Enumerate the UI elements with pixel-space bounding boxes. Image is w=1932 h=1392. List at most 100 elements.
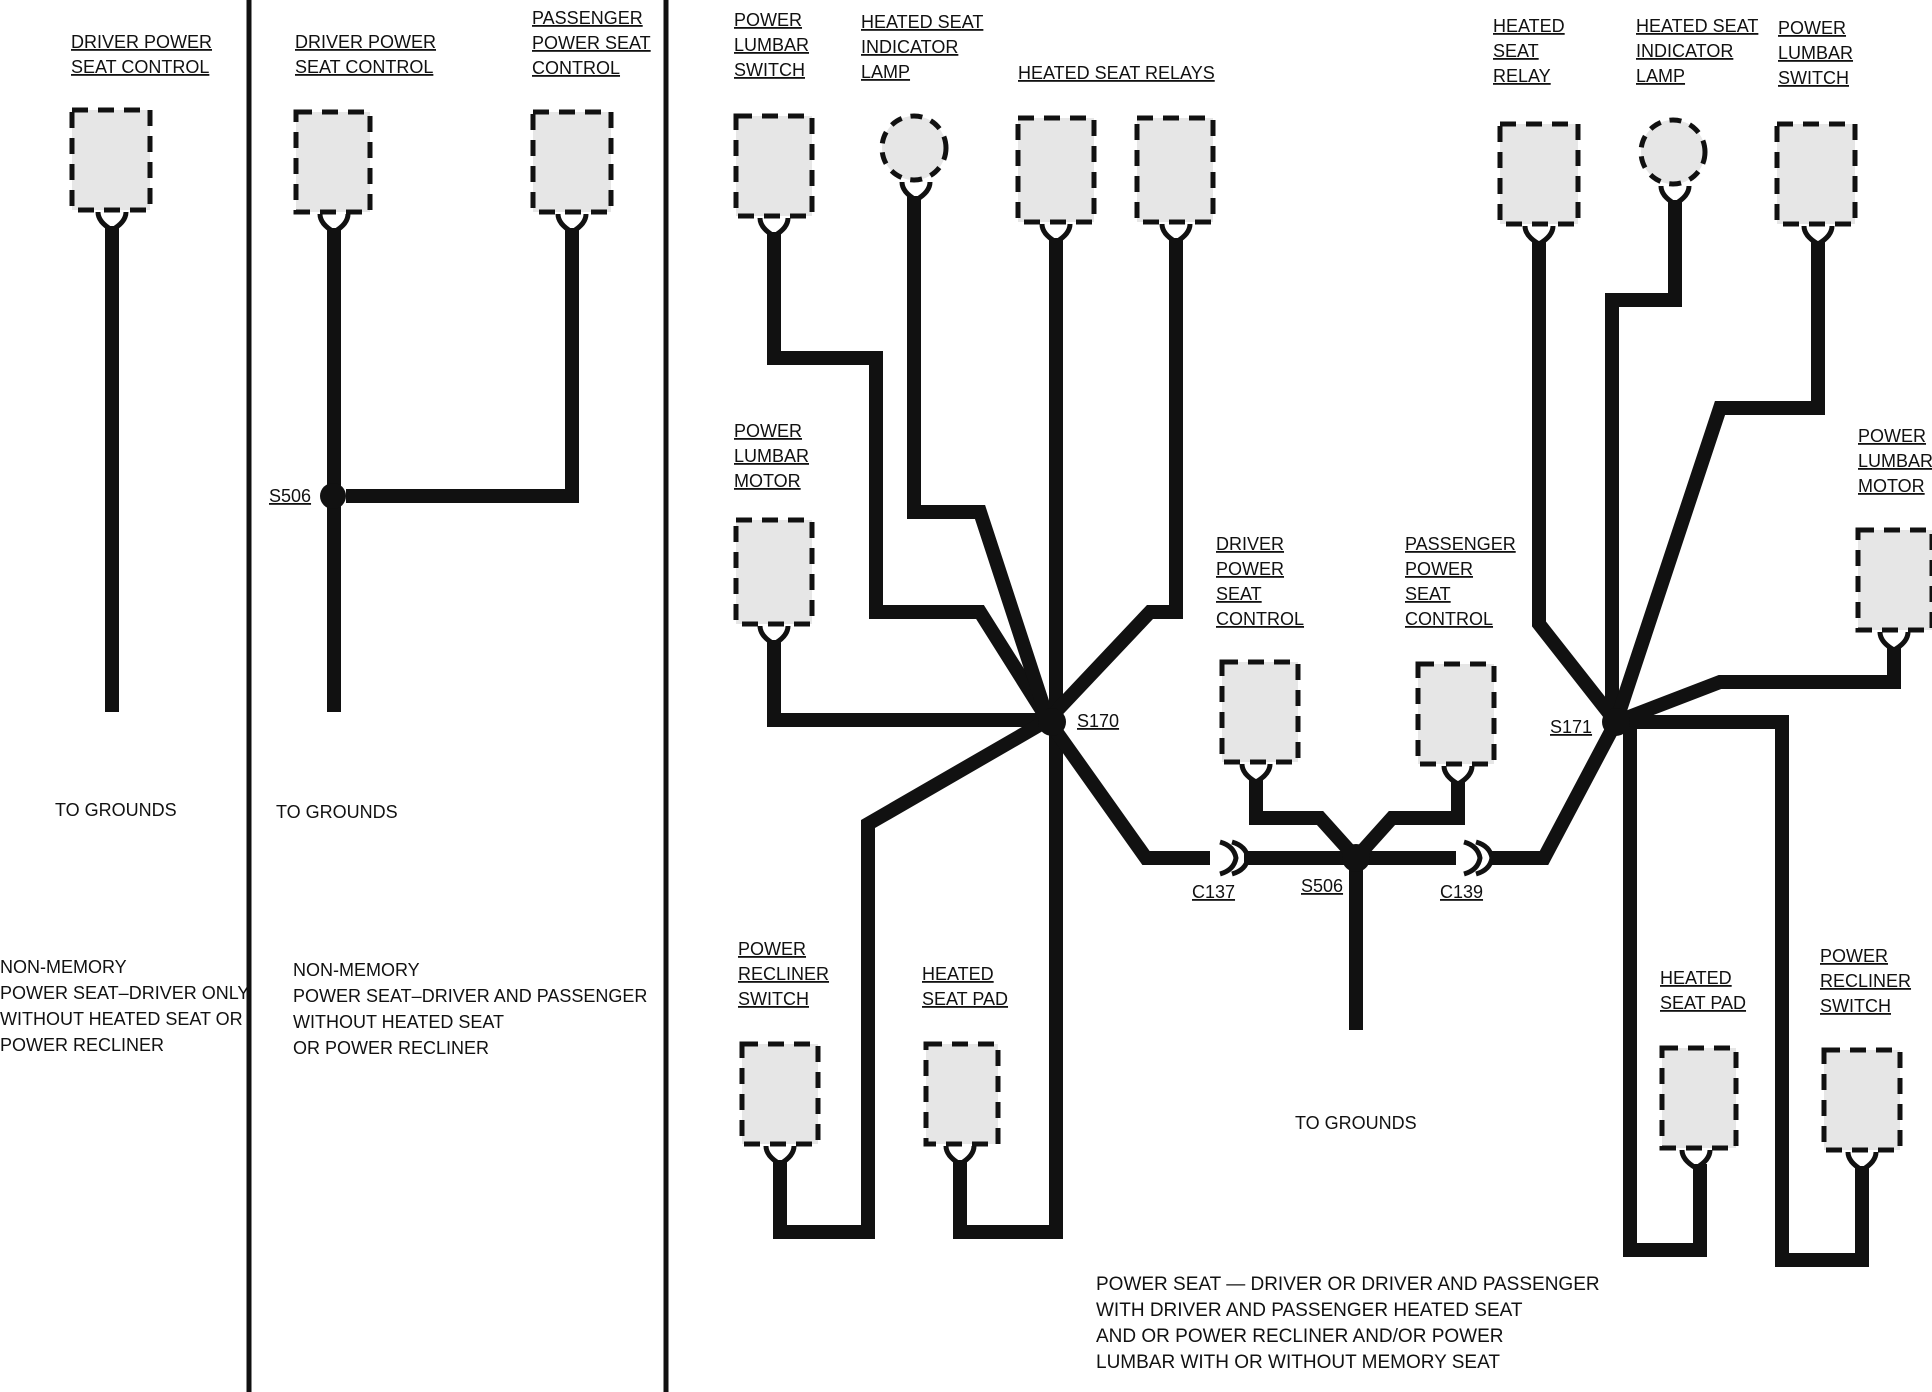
driver-power-seat-control-label: DRIVER POWER SEAT CONTROL [295, 32, 436, 77]
left-power-lumbar-switch-label: POWER LUMBAR SWITCH [734, 10, 809, 80]
svg-text:HEATED: HEATED [1660, 968, 1732, 988]
svg-text:WITHOUT HEATED SEAT: WITHOUT HEATED SEAT [293, 1012, 504, 1032]
svg-text:MOTOR: MOTOR [1858, 476, 1925, 496]
svg-text:DRIVER POWER: DRIVER POWER [71, 32, 212, 52]
svg-text:SEAT PAD: SEAT PAD [1660, 993, 1746, 1013]
s170-to-c137-wire [1042, 715, 1210, 865]
splice-s506 [1342, 844, 1370, 872]
right-lumbar-switch-wire [1609, 242, 1825, 725]
left-power-recliner-switch-label: POWER RECLINER SWITCH [738, 939, 829, 1009]
svg-text:POWER: POWER [1820, 946, 1888, 966]
svg-text:CONTROL: CONTROL [1216, 609, 1304, 629]
svg-text:POWER SEAT–DRIVER ONLY: POWER SEAT–DRIVER ONLY [0, 983, 249, 1003]
connector-fork [1239, 763, 1273, 785]
svg-text:SWITCH: SWITCH [734, 60, 805, 80]
splice-s506-label: S506 [1301, 876, 1343, 896]
splice-s506 [320, 483, 346, 509]
svg-text:HEATED: HEATED [1493, 16, 1565, 36]
passenger-power-seat-control-box [530, 109, 614, 215]
svg-text:POWER: POWER [1216, 559, 1284, 579]
splice-s170 [1038, 708, 1066, 736]
panel-2-caption: NON-MEMORY POWER SEAT–DRIVER AND PASSENG… [293, 960, 647, 1058]
heated-seat-relay-box-2 [1134, 115, 1216, 225]
driver-power-seat-control-box [293, 109, 373, 215]
svg-text:SEAT: SEAT [1405, 584, 1451, 604]
left-power-lumbar-switch-box [733, 113, 815, 219]
svg-text:LUMBAR: LUMBAR [1858, 451, 1932, 471]
right-heated-seat-pad-label: HEATED SEAT PAD [1660, 968, 1746, 1013]
svg-text:LUMBAR WITH OR WITHOUT MEMORY: LUMBAR WITH OR WITHOUT MEMORY SEAT [1096, 1352, 1500, 1373]
svg-text:POWER: POWER [734, 10, 802, 30]
left-power-recliner-switch-box [739, 1041, 821, 1147]
connector-fork [1522, 225, 1556, 247]
right-power-lumbar-motor-box [1855, 527, 1932, 633]
left-power-lumbar-motor-label: POWER LUMBAR MOTOR [734, 421, 809, 491]
panel-1-caption: NON-MEMORY POWER SEAT–DRIVER ONLY WITHOU… [0, 957, 249, 1055]
left-heated-seat-indicator-lamp [879, 113, 949, 183]
passenger-power-seat-control-label: PASSENGER POWER SEAT CONTROL [532, 8, 651, 78]
svg-text:SWITCH: SWITCH [1778, 68, 1849, 88]
svg-text:LAMP: LAMP [861, 62, 910, 82]
svg-text:PASSENGER: PASSENGER [532, 8, 643, 28]
heated-seat-relay-box-1 [1015, 115, 1097, 225]
svg-text:POWER: POWER [1405, 559, 1473, 579]
right-heated-seat-indicator-lamp [1638, 117, 1708, 187]
passenger-power-seat-control-label: PASSENGER POWER SEAT CONTROL [1405, 534, 1516, 629]
svg-text:DRIVER POWER: DRIVER POWER [295, 32, 436, 52]
svg-text:WITHOUT HEATED SEAT OR: WITHOUT HEATED SEAT OR [0, 1009, 243, 1029]
svg-text:CONTROL: CONTROL [1405, 609, 1493, 629]
driver-power-seat-control-box [1219, 659, 1301, 765]
left-heated-seat-indicator-lamp-label: HEATED SEAT INDICATOR LAMP [861, 12, 983, 82]
passenger-control-wire [1350, 782, 1465, 863]
splice-s171-label: S171 [1550, 717, 1592, 737]
right-recliner-wire [1616, 715, 1869, 1267]
svg-text:NON-MEMORY: NON-MEMORY [0, 957, 127, 977]
svg-text:INDICATOR: INDICATOR [861, 37, 958, 57]
c139-to-s171-wire [1490, 718, 1623, 865]
left-heated-seat-pad-box [923, 1041, 1001, 1147]
svg-text:LUMBAR: LUMBAR [1778, 43, 1853, 63]
connector-c137 [1219, 839, 1251, 877]
left-lumbar-switch-wire [767, 232, 1054, 724]
svg-text:SEAT PAD: SEAT PAD [922, 989, 1008, 1009]
svg-text:POWER: POWER [1778, 18, 1846, 38]
svg-text:POWER: POWER [1858, 426, 1926, 446]
passenger-wire [346, 228, 579, 503]
driver-power-seat-control-label: DRIVER POWER SEAT CONTROL [1216, 534, 1304, 629]
right-power-lumbar-motor-label: POWER LUMBAR MOTOR [1858, 426, 1932, 496]
left-lumbar-motor-wire [767, 640, 1048, 727]
svg-text:RECLINER: RECLINER [738, 964, 829, 984]
svg-text:HEATED: HEATED [922, 964, 994, 984]
to-grounds-label: TO GROUNDS [1295, 1113, 1417, 1133]
svg-text:POWER: POWER [734, 421, 802, 441]
right-relay-wire [1532, 242, 1622, 727]
driver-power-seat-control-box [69, 107, 153, 213]
svg-text:POWER RECLINER: POWER RECLINER [0, 1035, 164, 1055]
svg-text:INDICATOR: INDICATOR [1636, 41, 1733, 61]
svg-text:CONTROL: CONTROL [532, 58, 620, 78]
svg-text:OR POWER RECLINER: OR POWER RECLINER [293, 1038, 489, 1058]
svg-text:PASSENGER: PASSENGER [1405, 534, 1516, 554]
svg-text:AND OR POWER RECLINER AND/OR P: AND OR POWER RECLINER AND/OR POWER [1096, 1326, 1504, 1347]
svg-text:RELAY: RELAY [1493, 66, 1551, 86]
to-grounds-label: TO GROUNDS [276, 802, 398, 822]
svg-text:LAMP: LAMP [1636, 66, 1685, 86]
svg-text:RECLINER: RECLINER [1820, 971, 1911, 991]
heated-seat-relays-label: HEATED SEAT RELAYS [1018, 63, 1215, 83]
driver-power-seat-control-label: DRIVER POWER SEAT CONTROL [71, 32, 212, 77]
passenger-power-seat-control-box [1415, 661, 1497, 767]
right-power-lumbar-switch-label: POWER LUMBAR SWITCH [1778, 18, 1853, 88]
connector-c139-label: C139 [1440, 882, 1483, 902]
right-power-recliner-switch-label: POWER RECLINER SWITCH [1820, 946, 1911, 1016]
connector-c137-label: C137 [1192, 882, 1235, 902]
connector-fork [1877, 631, 1911, 653]
panel-3-caption: POWER SEAT — DRIVER OR DRIVER AND PASSEN… [1096, 1274, 1600, 1373]
svg-text:SEAT: SEAT [1493, 41, 1539, 61]
panel-3: POWER LUMBAR SWITCH HEATED SEAT INDICATO… [733, 10, 1932, 1373]
panel-1: DRIVER POWER SEAT CONTROL TO GROUNDS NON… [0, 32, 249, 1055]
splice-s171 [1602, 708, 1630, 736]
svg-text:HEATED SEAT: HEATED SEAT [861, 12, 983, 32]
right-lumbar-motor-wire [1613, 648, 1901, 729]
driver-control-wire [1249, 780, 1362, 863]
